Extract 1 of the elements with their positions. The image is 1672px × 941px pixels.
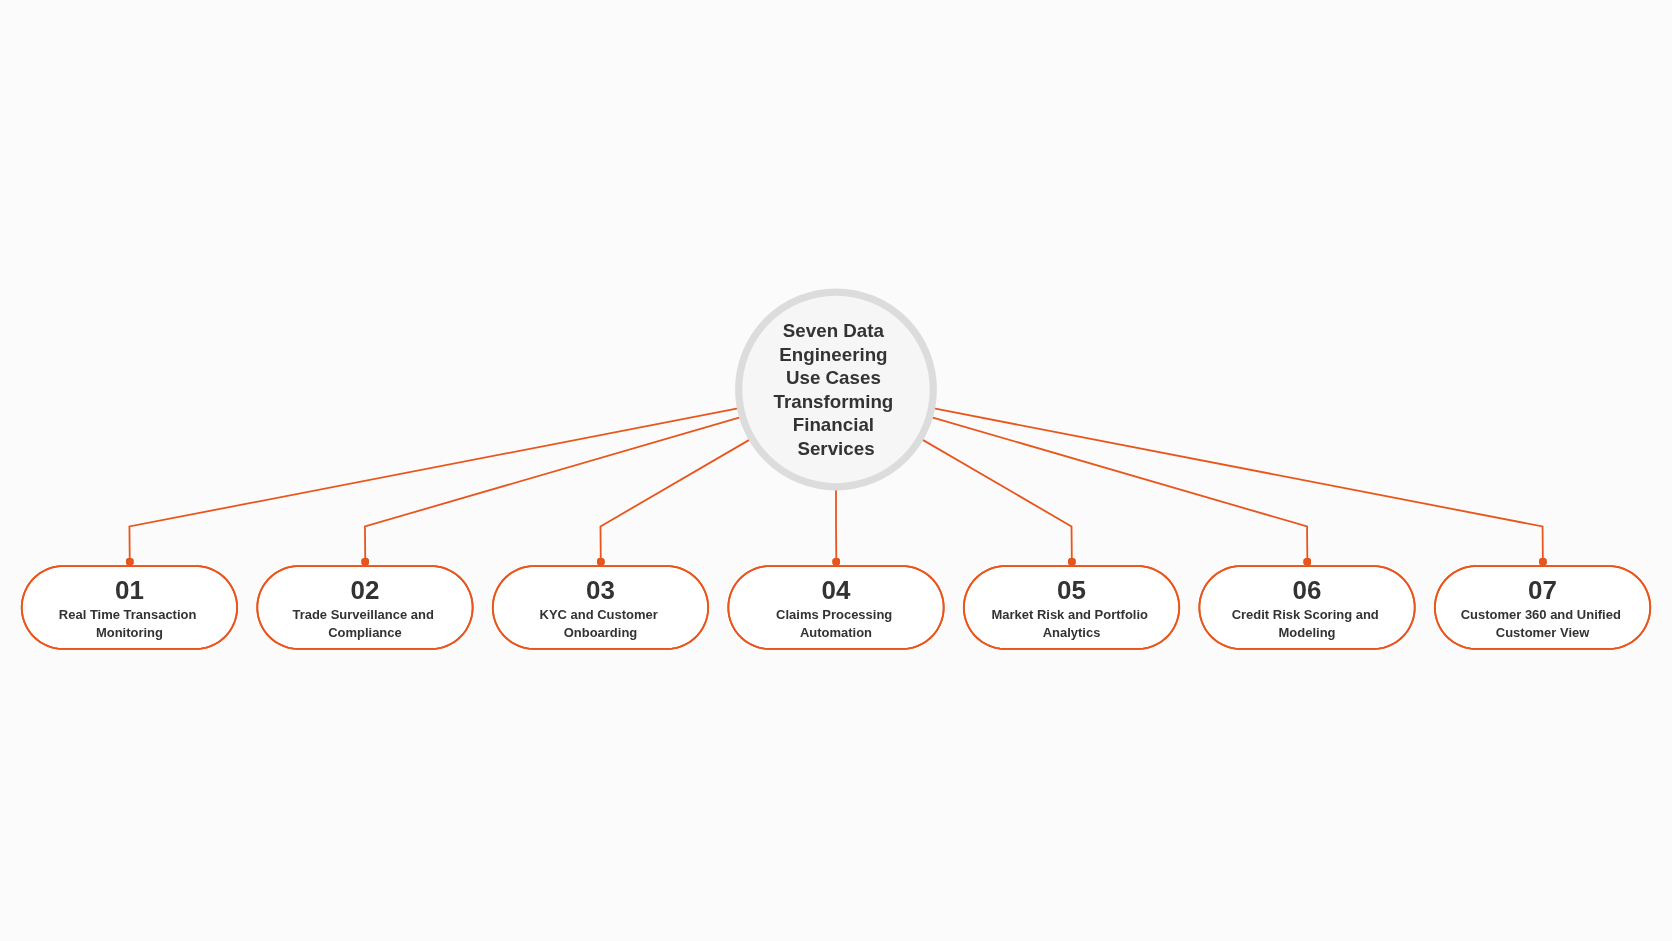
node-circle: Seven Data Engineering Use Cases Transforming Financial Services bbox=[735, 288, 937, 491]
